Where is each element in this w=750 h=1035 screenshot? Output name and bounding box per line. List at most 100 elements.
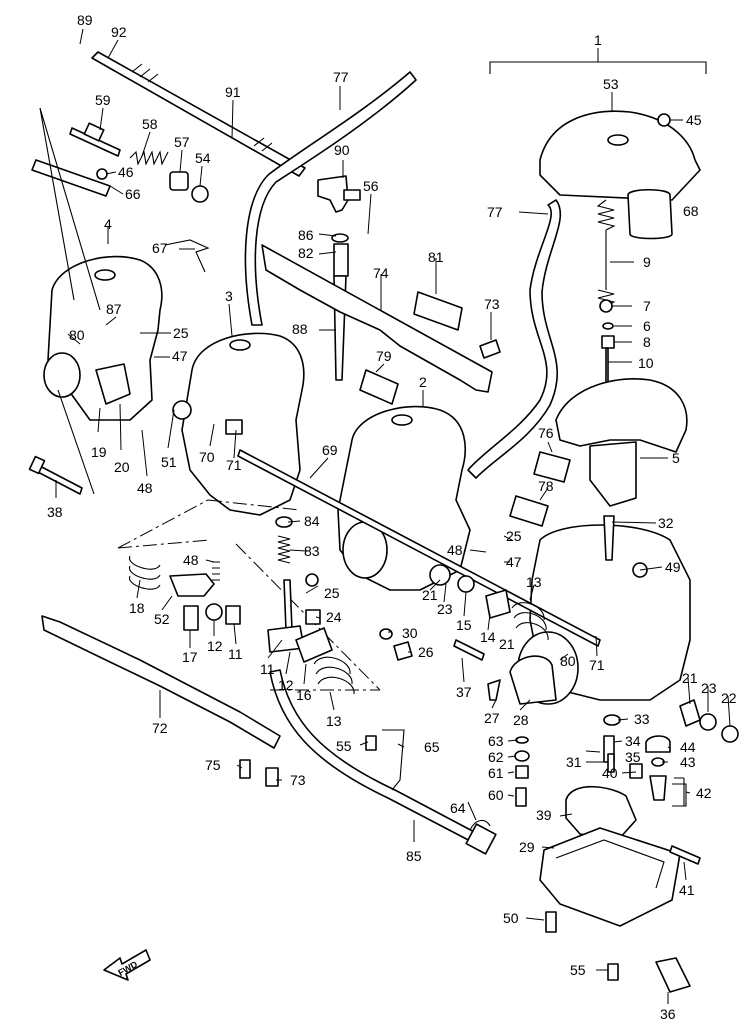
callout-32: 32 [658,515,674,531]
callout-77b: 77 [487,204,503,220]
callout-27: 27 [484,710,500,726]
callout-51: 51 [161,454,177,470]
callout-60: 60 [488,787,504,803]
callout-1: 1 [594,32,602,48]
callout-74: 74 [373,265,389,281]
callout-42: 42 [696,785,712,801]
callout-70: 70 [199,449,215,465]
callout-47b: 47 [506,554,522,570]
callout-62: 62 [488,749,504,765]
callout-25c: 25 [324,585,340,601]
callout-33: 33 [634,711,650,727]
callout-90: 90 [334,142,350,158]
callout-65: 65 [424,739,440,755]
callout-54: 54 [195,150,211,166]
callout-21: 21 [422,587,438,603]
leader-lines [55,28,731,1004]
callout-87: 87 [106,301,122,317]
callout-53: 53 [603,76,619,92]
callout-55: 55 [336,738,352,754]
callout-83: 83 [304,543,320,559]
callout-68: 68 [683,203,699,219]
callout-56: 56 [363,178,379,194]
callout-49: 49 [665,559,681,575]
callout-91: 91 [225,84,241,100]
callout-16: 16 [296,687,312,703]
callout-6: 6 [643,318,651,334]
callout-69: 69 [322,442,338,458]
callout-5: 5 [672,450,680,466]
parts-linework [28,51,739,993]
callout-30: 30 [402,625,418,641]
callout-71: 71 [226,457,242,473]
callout-7: 7 [643,298,651,314]
callout-84: 84 [304,513,320,529]
callout-21c: 21 [682,670,698,686]
callout-82: 82 [298,245,314,261]
callout-23b: 23 [701,680,717,696]
callout-19: 19 [91,444,107,460]
callout-23: 23 [437,601,453,617]
callout-41: 41 [679,882,695,898]
callout-38: 38 [47,504,63,520]
callout-86: 86 [298,227,314,243]
callout-12b: 12 [278,677,294,693]
callout-12: 12 [207,638,223,654]
callout-80: 80 [69,327,85,343]
callout-44: 44 [680,739,696,755]
callout-73b: 73 [290,772,306,788]
callout-24: 24 [326,609,342,625]
callout-71b: 71 [589,657,605,673]
callout-25: 25 [173,325,189,341]
callout-22: 22 [721,690,737,706]
callout-18: 18 [129,600,145,616]
callout-31: 31 [566,754,582,770]
callout-11: 11 [228,646,243,662]
callout-47: 47 [172,348,188,364]
callout-73: 73 [484,296,500,312]
callout-61: 61 [488,765,504,781]
callout-88: 88 [292,321,308,337]
callout-67: 67 [152,240,168,256]
callout-75: 75 [205,757,221,773]
callout-35: 35 [625,749,641,765]
callout-63: 63 [488,733,504,749]
callout-4: 4 [104,216,112,232]
callout-21b: 21 [499,636,515,652]
callout-57: 57 [174,134,190,150]
callout-64: 64 [450,800,466,816]
callout-81: 81 [428,249,444,265]
callout-17: 17 [182,649,198,665]
callout-50: 50 [503,910,519,926]
callout-39: 39 [536,807,552,823]
callout-55b: 55 [570,962,586,978]
callout-8: 8 [643,334,651,350]
callout-48b: 48 [447,542,463,558]
callout-45: 45 [686,112,702,128]
callout-13b: 13 [326,713,342,729]
callout-10: 10 [638,355,654,371]
callout-58: 58 [142,116,158,132]
callout-25b: 25 [506,528,522,544]
callout-28: 28 [513,712,529,728]
callout-77: 77 [333,69,349,85]
callout-46: 46 [118,164,134,180]
callout-48c: 48 [183,552,199,568]
callout-43: 43 [680,754,696,770]
callout-labels: 89 92 77 91 1 53 45 59 58 57 54 90 46 66… [47,12,737,1022]
callout-85: 85 [406,848,422,864]
callout-3: 3 [225,288,233,304]
callout-14: 14 [480,629,496,645]
callout-29: 29 [519,839,535,855]
callout-66: 66 [125,186,141,202]
callout-92: 92 [111,24,127,40]
callout-2: 2 [419,374,427,390]
callout-15: 15 [456,617,472,633]
callout-72: 72 [152,720,168,736]
callout-34: 34 [625,733,641,749]
fwd-arrow-icon: FWD [103,949,151,981]
callout-59: 59 [95,92,111,108]
callout-78: 78 [538,478,554,494]
callout-76: 76 [538,425,554,441]
